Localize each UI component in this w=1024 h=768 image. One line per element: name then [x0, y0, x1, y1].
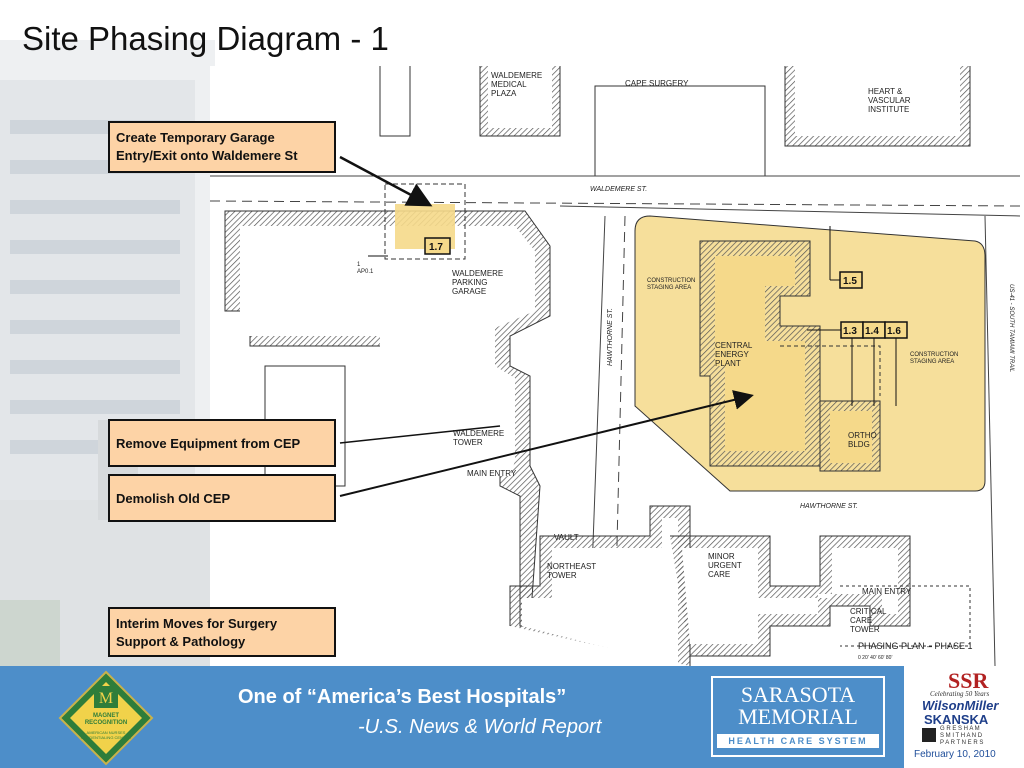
label-cep-3: PLANT	[715, 359, 741, 368]
gsp-line3: P A R T N E R S	[940, 740, 984, 746]
magnet-letter: M	[99, 690, 113, 707]
label-ortho-2: BLDG	[848, 440, 870, 449]
label-northeast-tower-1: NORTHEAST	[547, 562, 596, 571]
label-waldemere-medical-plaza-2: MEDICAL	[491, 80, 527, 89]
tag-1-5: 1.5	[843, 276, 857, 287]
label-northeast-tower-2: TOWER	[547, 571, 577, 580]
label-waldemere-medical-plaza-1: WALDEMERE	[491, 71, 542, 80]
label-waldemere-tower-2: TOWER	[453, 438, 483, 447]
label-waldemere-medical-plaza-3: PLAZA	[491, 89, 517, 98]
label-cape-surgery: CAPE SURGERY	[625, 79, 689, 88]
label-staging-left-1: CONSTRUCTION	[647, 278, 695, 284]
label-minor-urgent-3: CARE	[708, 570, 730, 579]
tag-1-6: 1.6	[887, 326, 901, 337]
tag-1-7: 1.7	[429, 242, 443, 253]
sarasota-memorial-logo: SARASOTA MEMORIAL HEALTH CARE SYSTEM	[711, 676, 885, 757]
ssr-subtitle: Celebrating 50 Years	[930, 690, 990, 698]
label-cep-2: ENERGY	[715, 350, 749, 359]
tag-1-3: 1.3	[843, 326, 857, 337]
magnet-line4: CREDENTIALING CENTER	[81, 735, 131, 740]
label-parking-2: PARKING	[452, 278, 487, 287]
label-us41: US-41 - SOUTH TAMIAMI TRAIL	[1008, 284, 1014, 372]
label-main-entry-1: MAIN ENTRY	[467, 469, 517, 478]
magnet-line1: MAGNET	[93, 713, 119, 719]
label-waldemere-st: WALDEMERE ST.	[590, 186, 647, 193]
label-heart-1: HEART &	[868, 87, 903, 96]
smh-line1: SARASOTA	[740, 682, 856, 707]
callout-interim-line2: Support & Pathology	[116, 634, 246, 649]
label-staging-left-2: STAGING AREA	[647, 285, 691, 291]
label-vault: VAULT	[554, 533, 579, 542]
magnet-line3: AMERICAN NURSES	[87, 730, 126, 735]
footer-tagline-source: -U.S. News & World Report	[358, 716, 602, 738]
callout-demolish-cep: Demolish Old CEP	[108, 474, 336, 522]
label-critical-care-1: CRITICAL	[850, 607, 887, 616]
label-heart-2: VASCULAR	[868, 96, 911, 105]
label-parking-1: WALDEMERE	[452, 269, 503, 278]
slide-title: Site Phasing Diagram - 1	[22, 20, 389, 57]
callout-demolish-text: Demolish Old CEP	[116, 491, 231, 506]
label-staging-right-2: STAGING AREA	[910, 359, 954, 365]
footer-band	[0, 666, 1024, 768]
label-ap-ref-1: 1	[357, 262, 361, 268]
callout-garage-line1: Create Temporary Garage	[116, 130, 275, 145]
ssr-logo: SSR	[948, 668, 989, 693]
magnet-line2: RECOGNITION	[85, 720, 127, 726]
label-scale: 0 20' 40' 60' 80'	[858, 655, 892, 661]
label-critical-care-3: TOWER	[850, 625, 880, 634]
callout-temporary-garage: Create Temporary Garage Entry/Exit onto …	[108, 121, 336, 173]
wilsonmiller-logo: WilsonMiller	[922, 698, 999, 713]
magnet-recognition-logo: M MAGNET RECOGNITION AMERICAN NURSES CRE…	[58, 670, 154, 766]
smh-line3: HEALTH CARE SYSTEM	[717, 734, 879, 748]
slide-date: February 10, 2010	[914, 749, 996, 760]
callout-garage-line2: Entry/Exit onto Waldemere St	[116, 148, 298, 163]
gsp-icon	[922, 728, 936, 742]
gsp-line1: G R E S H A M	[940, 726, 980, 732]
label-ap-ref-2: AP0.1	[357, 269, 374, 275]
label-parking-3: GARAGE	[452, 287, 486, 296]
label-phasing-plan: PHASING PLAN – PHASE 1	[858, 641, 973, 651]
label-heart-3: INSTITUTE	[868, 105, 909, 114]
label-staging-right-1: CONSTRUCTION	[910, 352, 958, 358]
label-ortho-1: ORTHO	[848, 431, 877, 440]
callout-remove-equipment: Remove Equipment from CEP	[108, 419, 336, 467]
callout-remove-text: Remove Equipment from CEP	[116, 436, 301, 451]
label-minor-urgent-2: URGENT	[708, 561, 742, 570]
skanska-logo: SKANSKA	[924, 712, 989, 727]
callout-interim-moves: Interim Moves for Surgery Support & Path…	[108, 607, 336, 657]
partners-panel: SSR Celebrating 50 Years WilsonMiller SK…	[904, 666, 1024, 768]
tag-1-4: 1.4	[865, 326, 879, 337]
label-hawthorne-st-2: HAWTHORNE ST.	[800, 503, 858, 510]
callout-interim-line1: Interim Moves for Surgery	[116, 616, 278, 631]
smh-line2: MEMORIAL	[738, 704, 858, 729]
site-plan: WALDEMERE MEDICAL PLAZA CAPE SURGERY HEA…	[210, 66, 1020, 666]
footer-tagline: One of “America’s Best Hospitals”	[238, 686, 567, 708]
label-critical-care-2: CARE	[850, 616, 872, 625]
label-hawthorne-st: HAWTHORNE ST.	[607, 308, 614, 366]
gsp-line2: S M I T H A N D	[940, 733, 983, 739]
label-minor-urgent-1: MINOR	[708, 552, 735, 561]
label-cep-1: CENTRAL	[715, 341, 753, 350]
label-main-entry-2: MAIN ENTRY	[862, 587, 912, 596]
label-waldemere-tower-1: WALDEMERE	[453, 429, 504, 438]
